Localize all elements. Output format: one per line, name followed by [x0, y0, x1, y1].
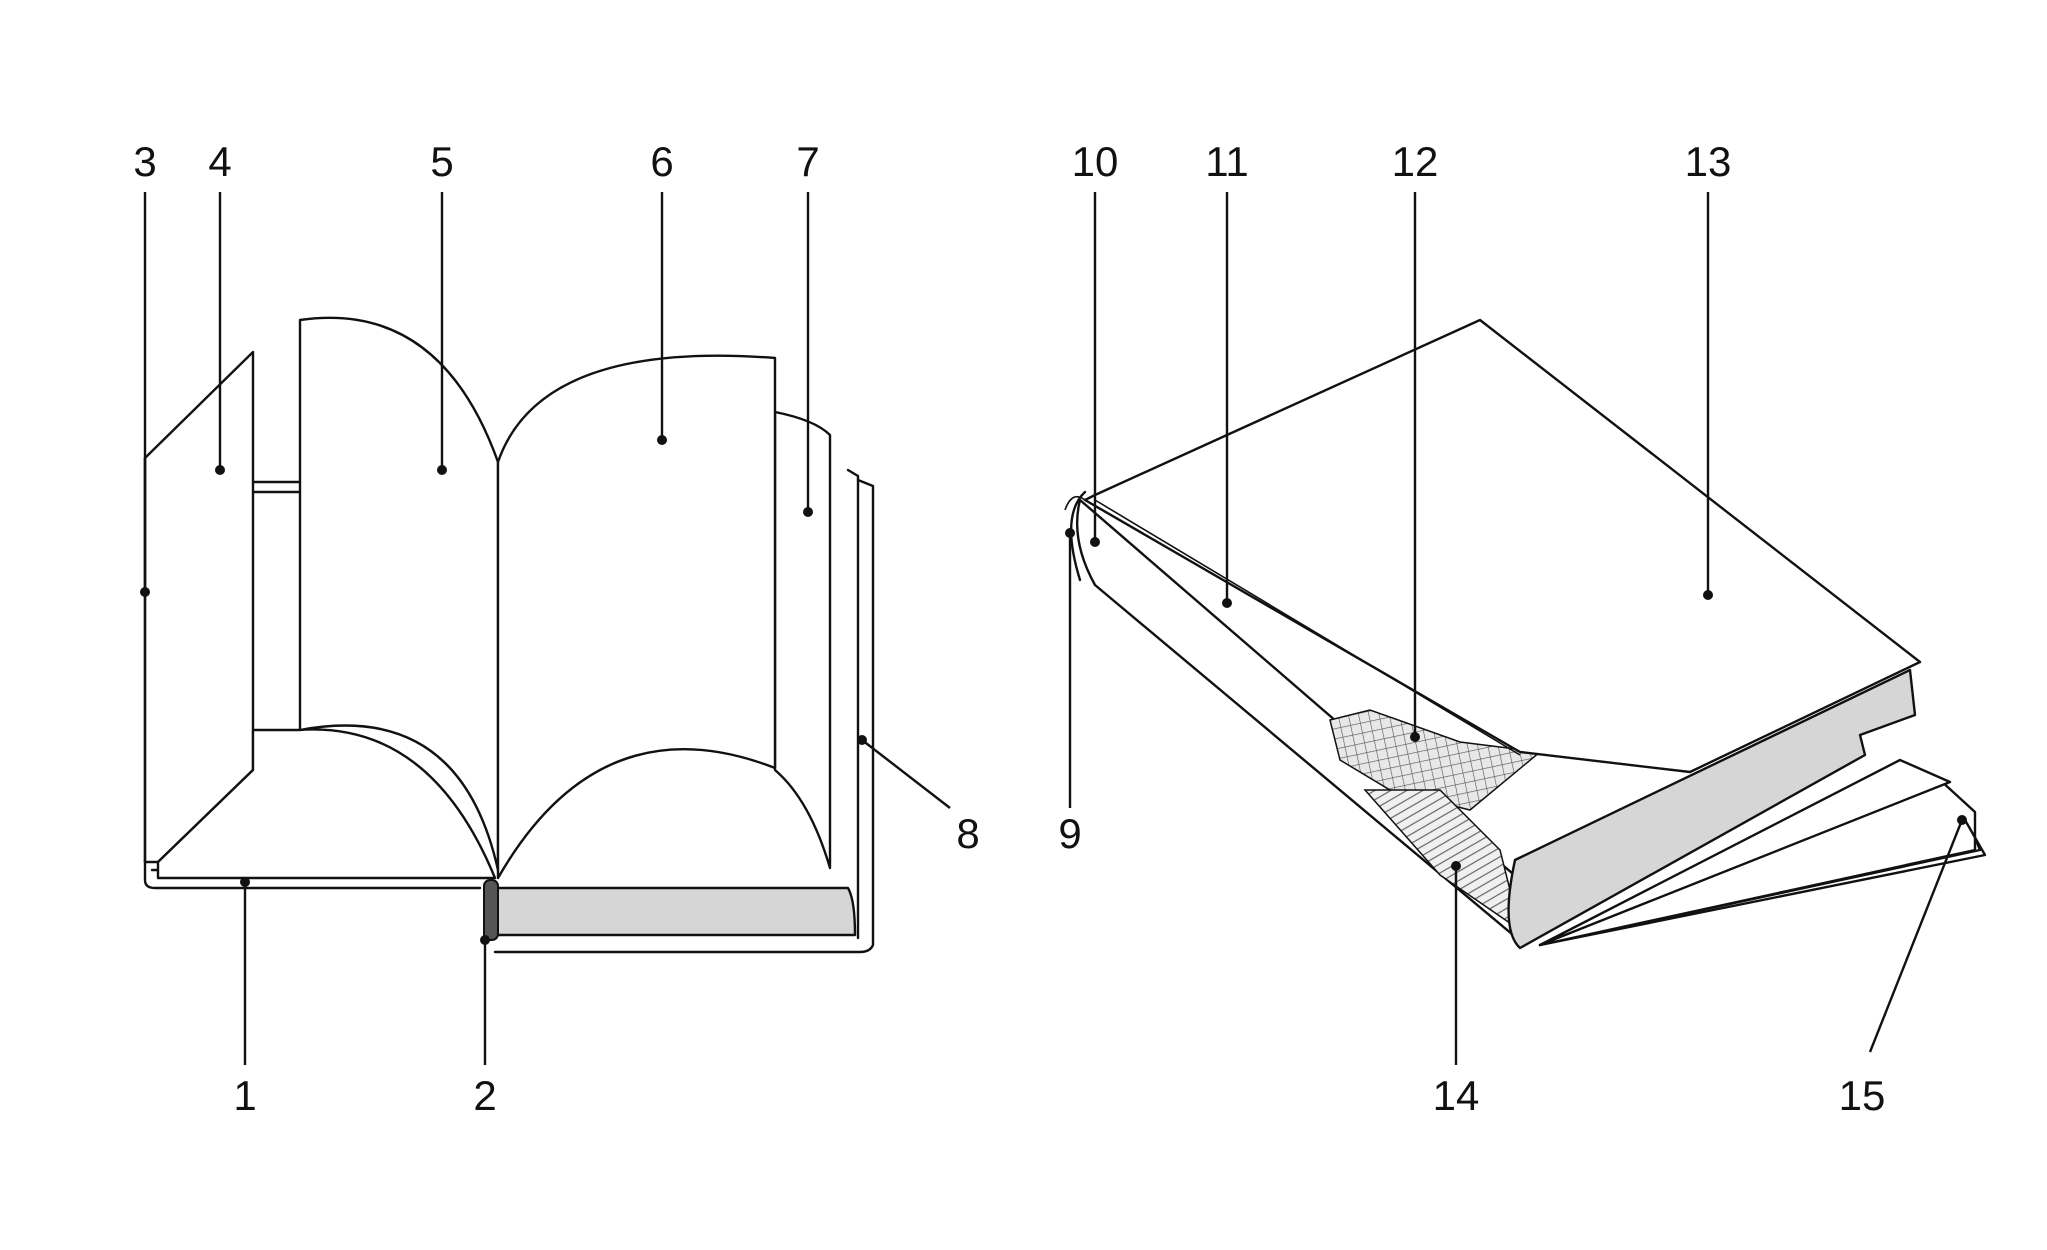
fore-edge-bottom: [493, 886, 857, 937]
callout-3: 3: [133, 138, 156, 185]
fore-edge-closed: [1507, 668, 1917, 950]
callout-15: 15: [1839, 1072, 1886, 1119]
callout-9: 9: [1058, 810, 1081, 857]
callout-numbers: 1 2 3 4 5 6 7 8 9 10 11 12 13 14 15: [133, 138, 1885, 1119]
callout-14: 14: [1433, 1072, 1480, 1119]
left-cover-board: [143, 858, 482, 890]
mull-gauze: [1329, 709, 1542, 811]
open-book-illustration: [143, 316, 875, 954]
right-inner-leaf: [773, 410, 832, 870]
callout-2: 2: [473, 1072, 496, 1119]
callout-6: 6: [650, 138, 673, 185]
callout-11: 11: [1205, 138, 1249, 185]
callout-7: 7: [796, 138, 819, 185]
left-page-base: [156, 728, 497, 880]
sewn-spine: [1363, 789, 1522, 932]
spine-head: [1070, 490, 1087, 582]
right-leaf: [496, 354, 777, 880]
callout-12: 12: [1392, 138, 1439, 185]
callout-13: 13: [1685, 138, 1732, 185]
callout-10: 10: [1072, 138, 1119, 185]
callout-1: 1: [233, 1072, 256, 1119]
callout-4: 4: [208, 138, 231, 185]
leader-lines: [140, 192, 1967, 1065]
callout-8: 8: [956, 810, 979, 857]
closed-book-illustration: [1064, 318, 1987, 950]
spine-open: [483, 879, 499, 941]
callout-5: 5: [430, 138, 453, 185]
bottom-leaf-3: [1538, 758, 1952, 947]
right-cover-board: [493, 478, 875, 954]
headband-left: [251, 480, 302, 494]
front-cover-board: [1083, 318, 1922, 774]
